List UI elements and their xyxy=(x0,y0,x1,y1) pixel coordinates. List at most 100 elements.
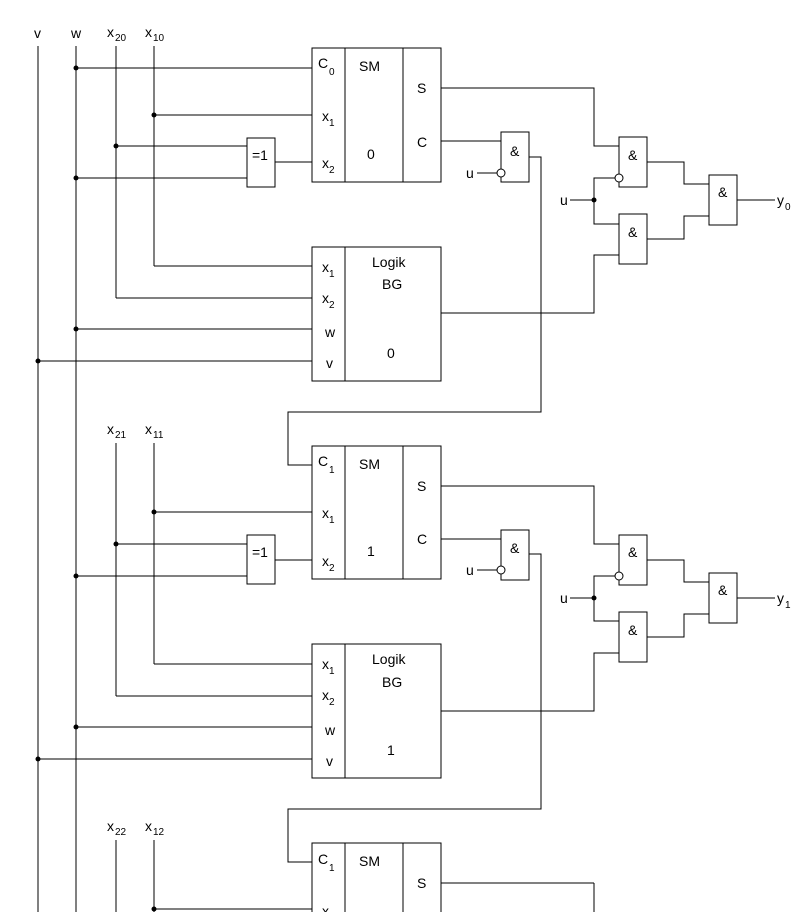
svg-text:1: 1 xyxy=(785,600,791,611)
svg-text:&: & xyxy=(718,184,728,200)
svg-text:&: & xyxy=(510,540,520,556)
svg-text:&: & xyxy=(510,143,520,159)
logic-block-1: x 1 x 2 w v Logik BG 1 xyxy=(311,643,442,779)
svg-text:x: x xyxy=(322,290,329,306)
nand-gate-0: & u xyxy=(466,131,530,183)
svg-text:x: x xyxy=(322,553,329,569)
svg-text:x: x xyxy=(322,687,329,703)
svg-text:2: 2 xyxy=(329,563,335,574)
svg-text:21: 21 xyxy=(115,430,127,441)
svg-text:x: x xyxy=(322,108,329,124)
svg-text:x: x xyxy=(145,818,152,834)
svg-text:x: x xyxy=(107,818,114,834)
svg-text:C: C xyxy=(318,453,328,469)
sm-block-2: C 1 x SM S xyxy=(311,842,442,912)
and-gate-1a: & xyxy=(614,534,648,586)
svg-text:y: y xyxy=(777,590,784,606)
and-gate-0-final: & xyxy=(708,174,738,226)
svg-text:0: 0 xyxy=(785,202,791,213)
svg-text:10: 10 xyxy=(153,33,165,44)
u-label-0: u xyxy=(560,192,568,208)
input-label-v: v xyxy=(34,25,41,41)
stage-1: =1 C 1 x 1 x 2 SM 1 S C & u x 1 xyxy=(35,445,791,863)
input-label-x12: x 12 xyxy=(145,818,165,838)
svg-text:&: & xyxy=(628,544,638,560)
svg-text:&: & xyxy=(628,622,638,638)
input-label-x10: x 10 xyxy=(145,24,165,44)
input-lines xyxy=(37,46,155,912)
svg-text:1: 1 xyxy=(329,118,335,129)
xor-gate-1: =1 xyxy=(246,534,276,585)
svg-text:1: 1 xyxy=(329,863,335,874)
svg-text:20: 20 xyxy=(115,33,127,44)
svg-text:1: 1 xyxy=(329,666,335,677)
sm-block-1: C 1 x 1 x 2 SM 1 S C xyxy=(311,445,442,580)
stage-2: C 1 x SM S xyxy=(151,842,595,912)
svg-text:22: 22 xyxy=(115,827,127,838)
svg-text:C: C xyxy=(417,134,427,150)
u-label-1: u xyxy=(560,590,568,606)
svg-text:x: x xyxy=(107,24,114,40)
sm-block-0: C 0 x 1 x 2 SM 0 S C xyxy=(311,47,442,183)
output-y0: y 0 xyxy=(777,192,791,213)
svg-text:1: 1 xyxy=(329,465,335,476)
svg-text:Logik: Logik xyxy=(372,254,406,270)
svg-text:BG: BG xyxy=(382,674,402,690)
svg-text:=1: =1 xyxy=(252,544,268,560)
svg-text:v: v xyxy=(326,753,333,769)
svg-text:S: S xyxy=(417,80,426,96)
svg-text:&: & xyxy=(628,224,638,240)
svg-text:12: 12 xyxy=(153,827,165,838)
svg-text:w: w xyxy=(324,722,336,738)
svg-text:x: x xyxy=(145,24,152,40)
svg-text:SM: SM xyxy=(359,853,380,869)
svg-text:1: 1 xyxy=(367,543,375,559)
svg-text:2: 2 xyxy=(329,165,335,176)
svg-text:x: x xyxy=(322,903,329,912)
input-label-x11: x 11 xyxy=(145,421,164,441)
svg-text:11: 11 xyxy=(153,430,164,441)
svg-text:u: u xyxy=(466,165,474,181)
svg-text:SM: SM xyxy=(359,58,380,74)
svg-text:x: x xyxy=(322,259,329,275)
svg-text:C: C xyxy=(318,55,328,71)
input-label-x20: x 20 xyxy=(107,24,127,44)
stage-0: =1 C 0 x 1 x 2 SM 0 S C & u xyxy=(35,47,791,466)
svg-text:C: C xyxy=(417,531,427,547)
svg-text:&: & xyxy=(718,582,728,598)
and-gate-1-final: & xyxy=(708,572,738,624)
svg-text:w: w xyxy=(324,324,336,340)
svg-text:0: 0 xyxy=(367,146,375,162)
output-y1: y 1 xyxy=(777,590,791,611)
svg-text:y: y xyxy=(777,192,784,208)
svg-text:x: x xyxy=(322,155,329,171)
input-label-w: w xyxy=(70,25,82,41)
svg-text:SM: SM xyxy=(359,456,380,472)
svg-text:S: S xyxy=(417,478,426,494)
svg-text:C: C xyxy=(318,851,328,867)
and-gate-1b: & xyxy=(618,611,648,663)
svg-text:0: 0 xyxy=(329,67,335,78)
svg-text:2: 2 xyxy=(329,697,335,708)
svg-text:v: v xyxy=(326,355,333,371)
input-label-x21: x 21 xyxy=(107,421,127,441)
svg-text:BG: BG xyxy=(382,276,402,292)
svg-text:x: x xyxy=(322,505,329,521)
input-label-x22: x 22 xyxy=(107,818,127,838)
svg-text:Logik: Logik xyxy=(372,651,406,667)
svg-text:&: & xyxy=(628,147,638,163)
svg-text:1: 1 xyxy=(387,742,395,758)
svg-text:x: x xyxy=(145,421,152,437)
svg-text:=1: =1 xyxy=(252,147,268,163)
svg-text:x: x xyxy=(107,421,114,437)
svg-text:1: 1 xyxy=(329,515,335,526)
svg-text:2: 2 xyxy=(329,300,335,311)
xor-gate-0: =1 xyxy=(246,137,276,188)
nand-gate-1: & u xyxy=(466,529,530,581)
and-gate-0b: & xyxy=(618,213,648,265)
logic-block-0: x 1 x 2 w v Logik BG 0 xyxy=(311,246,442,382)
and-gate-0a: & xyxy=(614,136,648,188)
svg-text:0: 0 xyxy=(387,345,395,361)
svg-text:1: 1 xyxy=(329,269,335,280)
